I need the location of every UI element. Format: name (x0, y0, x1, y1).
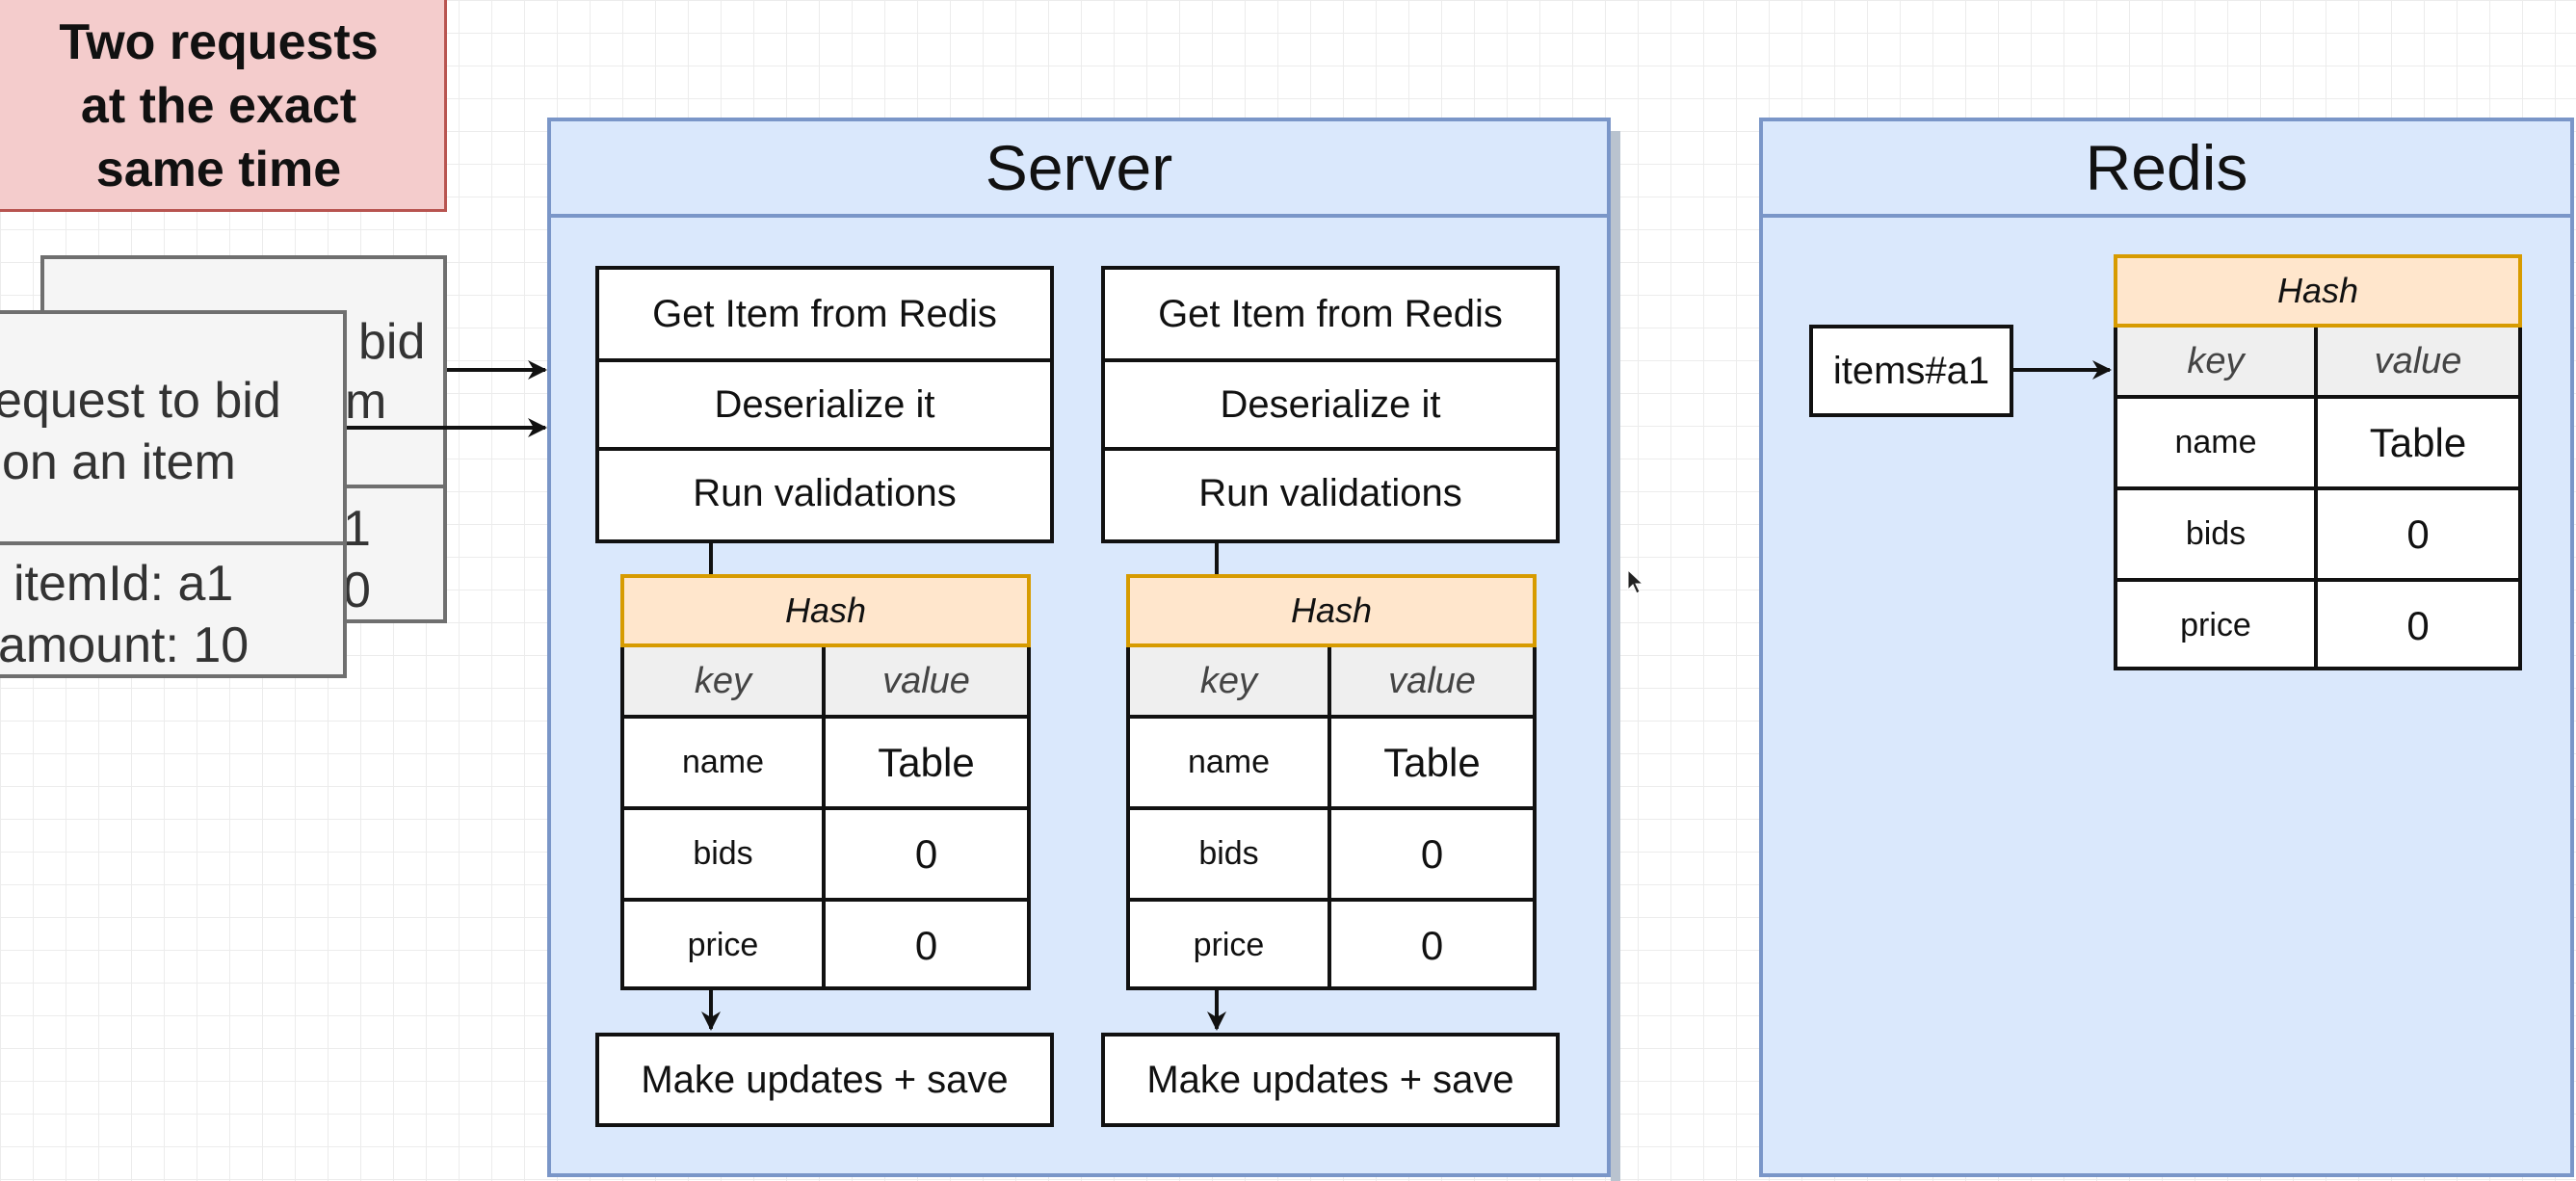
hash-title: Hash (1126, 574, 1537, 647)
hash-header-key: key (624, 647, 826, 715)
hash-title: Hash (2114, 254, 2522, 328)
hash-value-cell: 0 (2318, 486, 2518, 578)
note-two-requests: Two requests at the exact same time (0, 0, 447, 212)
hash-key-cell: name (624, 715, 826, 806)
redis-title: Redis (1763, 121, 2570, 218)
step-run-validations[interactable]: Run validations (599, 447, 1050, 536)
hash-header-value: value (2318, 328, 2518, 395)
hash-value-cell: 0 (2318, 578, 2518, 669)
hash-value-cell: 0 (1331, 898, 1533, 989)
server-steps-1[interactable]: Get Item from Redis Deserialize it Run v… (595, 266, 1054, 543)
server-steps-2[interactable]: Get Item from Redis Deserialize it Run v… (1101, 266, 1560, 543)
hash-header-key: key (2117, 328, 2318, 395)
hash-value-cell: Table (826, 715, 1027, 806)
server-shadow (1611, 131, 1620, 1181)
hash-key-cell: price (624, 898, 826, 989)
hash-value-cell: 0 (1331, 806, 1533, 898)
redis-key[interactable]: items#a1 (1809, 325, 2013, 417)
server-hash-2[interactable]: Hash key value name Table bids 0 price 0 (1126, 574, 1537, 990)
request-card-back-title: bid (358, 314, 426, 370)
step-deserialize[interactable]: Deserialize it (599, 358, 1050, 447)
step-deserialize[interactable]: Deserialize it (1105, 358, 1556, 447)
make-updates-save-1[interactable]: Make updates + save (595, 1033, 1054, 1127)
hash-value-cell: Table (2318, 395, 2518, 486)
server-hash-1[interactable]: Hash key value name Table bids 0 price 0 (620, 574, 1031, 990)
request-card-front-title: equest to bid (0, 373, 281, 429)
cursor-icon (1627, 568, 1644, 594)
hash-value-cell: Table (1331, 715, 1533, 806)
request-card-back-field: 1 (343, 501, 371, 557)
hash-key-cell: price (2117, 578, 2318, 669)
server-title: Server (551, 121, 1607, 218)
hash-key-cell: name (2117, 395, 2318, 486)
request-card-front-header: equest to bid on an item (0, 314, 343, 545)
step-run-validations[interactable]: Run validations (1105, 447, 1556, 536)
step-get-item[interactable]: Get Item from Redis (652, 292, 997, 335)
hash-header-key: key (1130, 647, 1331, 715)
request-card-front-title: on an item (2, 434, 236, 490)
hash-value-cell: 0 (826, 898, 1027, 989)
make-updates-save-2[interactable]: Make updates + save (1101, 1033, 1560, 1127)
request-card-back-field: 0 (343, 563, 371, 618)
hash-header-value: value (826, 647, 1027, 715)
hash-header-value: value (1331, 647, 1533, 715)
hash-value-cell: 0 (826, 806, 1027, 898)
note-line: Two requests (59, 14, 379, 70)
hash-key-cell: bids (1130, 806, 1331, 898)
step-get-item[interactable]: Get Item from Redis (1158, 292, 1503, 335)
request-card-front-field: itemId: a1 (13, 556, 234, 612)
hash-key-cell: bids (2117, 486, 2318, 578)
note-line: same time (95, 142, 342, 197)
note-line: at the exact (80, 78, 357, 134)
request-card-back-title: m (345, 374, 387, 430)
request-card-front-field: amount: 10 (0, 617, 250, 673)
hash-key-cell: price (1130, 898, 1331, 989)
hash-key-cell: name (1130, 715, 1331, 806)
hash-key-cell: bids (624, 806, 826, 898)
redis-hash[interactable]: Hash key value name Table bids 0 price 0 (2114, 254, 2522, 670)
hash-title: Hash (620, 574, 1031, 647)
request-card-front[interactable]: equest to bid on an item itemId: a1 amou… (0, 310, 347, 678)
